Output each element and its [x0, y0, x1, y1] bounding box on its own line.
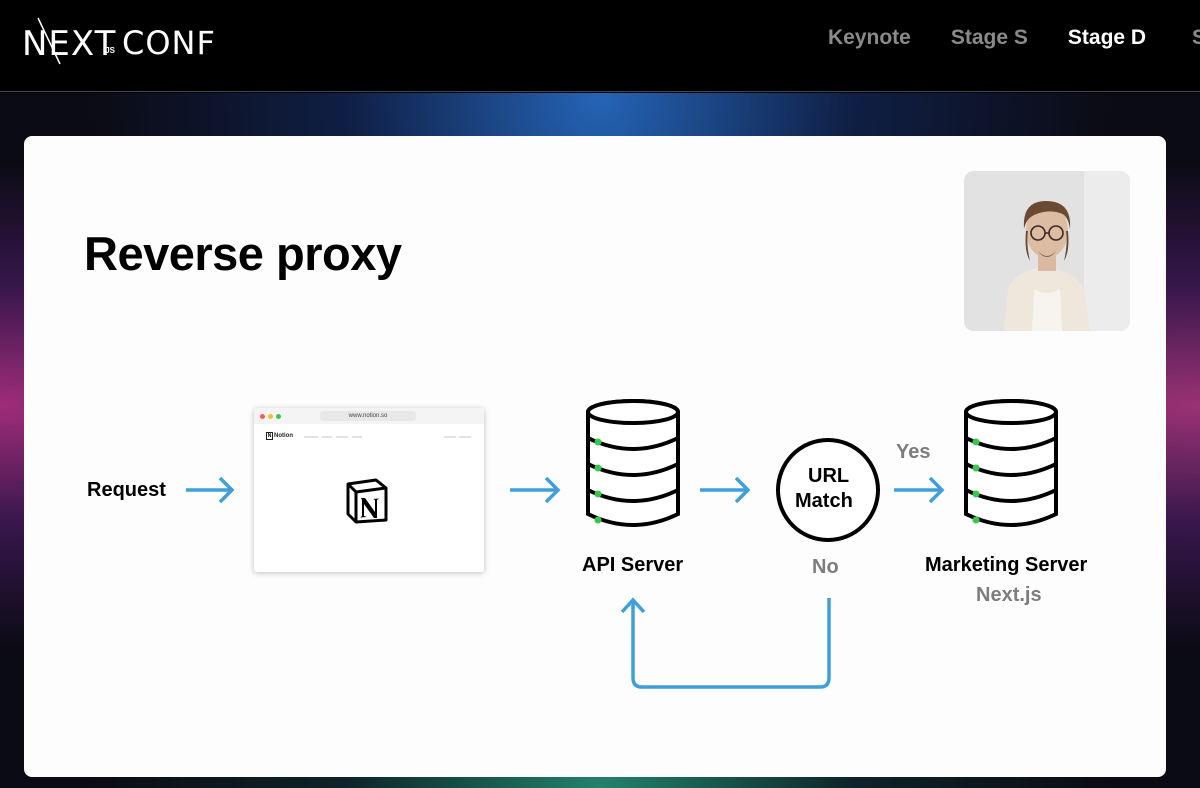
window-maximize-icon — [276, 414, 281, 419]
stage-nav: Keynote Stage S Stage D — [828, 26, 1186, 52]
yes-label: Yes — [896, 441, 931, 463]
url-match-line1: URL — [808, 465, 850, 487]
marketing-server-database-icon — [964, 399, 1058, 527]
arrow-right-icon — [894, 476, 945, 504]
window-minimize-icon — [268, 414, 273, 419]
reverse-proxy-diagram — [186, 399, 1058, 689]
nextjs-conf-logo[interactable]: NEXT .JS CONF — [22, 14, 222, 74]
nav-clipped-item[interactable]: S — [1192, 26, 1200, 49]
mini-nav-line — [352, 436, 362, 438]
url-match-circle — [776, 438, 880, 542]
mini-nav-line — [459, 436, 471, 438]
marketing-server-subtitle: Next.js — [976, 584, 1042, 606]
presentation-slide: Reverse proxy www.notion.so N Notion — [24, 136, 1166, 777]
api-server-label: API Server — [582, 554, 684, 576]
mini-nav-line — [304, 436, 318, 438]
no-label: No — [812, 556, 839, 578]
nav-keynote[interactable]: Keynote — [828, 26, 911, 49]
arrow-right-icon — [510, 476, 561, 504]
arrow-right-icon — [700, 476, 751, 504]
speaker-video[interactable] — [964, 171, 1130, 331]
logo-slash-icon — [37, 17, 61, 65]
logo-js-text: .JS — [103, 46, 116, 55]
notion-logo-icon — [346, 478, 388, 524]
logo-next-text: NEXT — [22, 24, 117, 64]
slide-title: Reverse proxy — [84, 227, 402, 280]
window-close-icon — [260, 414, 265, 419]
url-match-line2: Match — [795, 490, 853, 512]
nav-stage-s[interactable]: Stage S — [950, 26, 1028, 49]
browser-url-bar: www.notion.so — [320, 411, 416, 421]
speaker-silhouette-icon — [964, 171, 1130, 331]
api-server-database-icon — [586, 399, 680, 527]
arrow-right-icon — [186, 476, 235, 504]
nav-stage-d[interactable]: Stage D — [1067, 26, 1147, 49]
notion-mini-logo-icon: N — [266, 432, 273, 440]
request-label: Request — [87, 479, 166, 501]
browser-title-bar: www.notion.so — [254, 408, 484, 424]
mini-nav-line — [322, 436, 332, 438]
loop-back-arrow-icon — [620, 597, 831, 689]
top-header: NEXT .JS CONF Keynote Stage S Stage D S — [0, 0, 1200, 92]
logo-conf-text: CONF — [122, 24, 216, 62]
marketing-server-label: Marketing Server — [925, 554, 1088, 576]
mini-nav-line — [444, 436, 456, 438]
mini-nav-line — [336, 436, 348, 438]
notion-mini-brand: Notion — [274, 433, 293, 439]
